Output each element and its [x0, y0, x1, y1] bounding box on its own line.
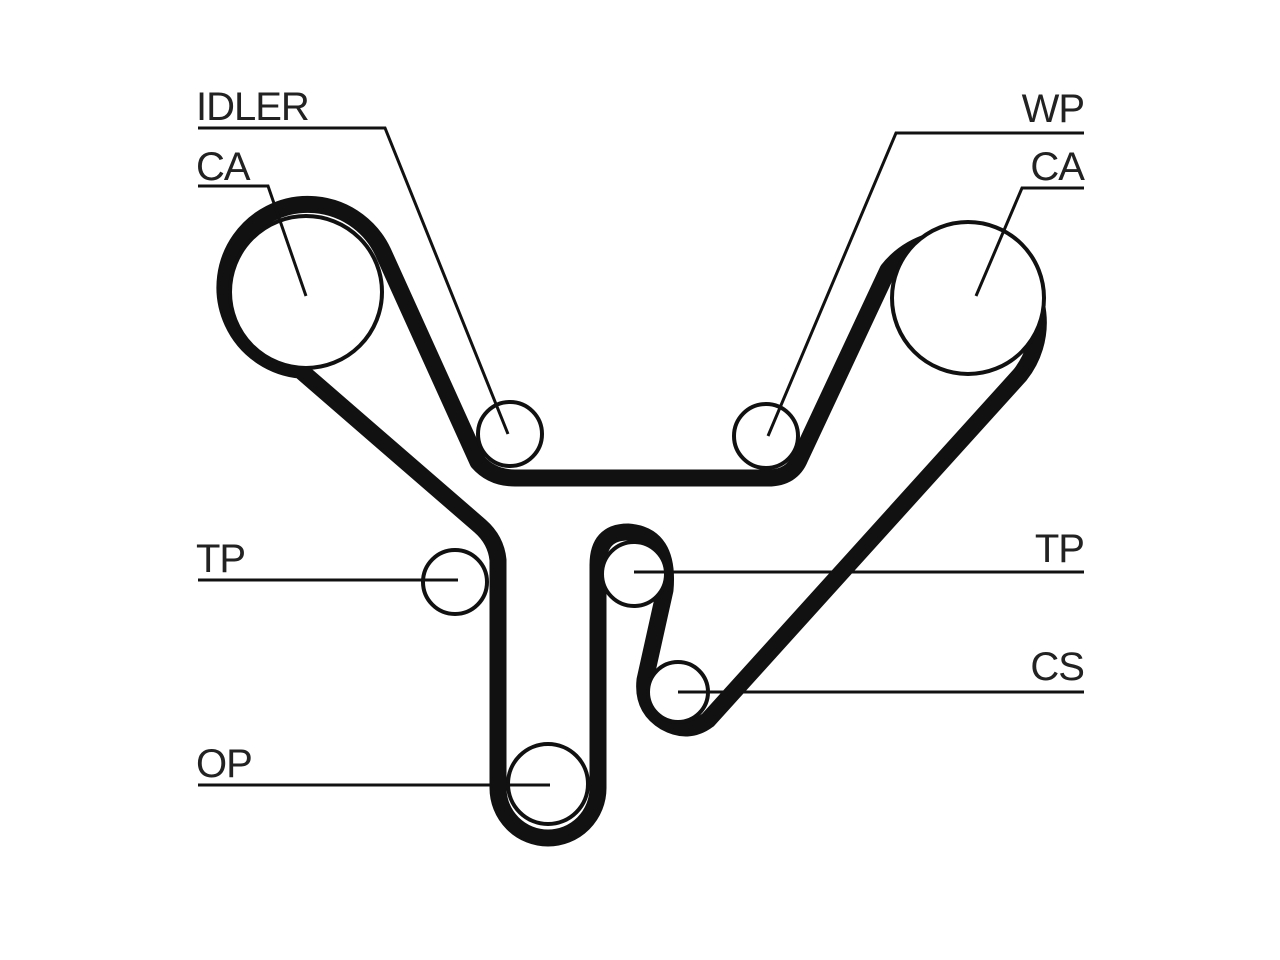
tensioner-pulley-left — [421, 548, 489, 616]
label-wp: WP — [1022, 87, 1084, 131]
label-tp-right: TP — [1035, 527, 1084, 571]
label-ca-left: CA — [196, 145, 251, 189]
label-tp-left: TP — [196, 537, 245, 581]
camshaft-pulley-right — [890, 220, 1046, 376]
leader-wp — [766, 131, 1084, 437]
label-ca-right: CA — [1030, 145, 1085, 189]
leader-idler — [198, 126, 510, 435]
water-pump-pulley — [732, 402, 800, 470]
label-idler: IDLER — [196, 85, 309, 129]
leader-ca-right — [974, 186, 1084, 297]
label-op: OP — [196, 742, 252, 786]
label-cs: CS — [1030, 645, 1084, 689]
tensioner-pulley-right — [600, 540, 668, 608]
leader-ca-left — [198, 184, 308, 297]
idler-pulley — [476, 400, 544, 468]
